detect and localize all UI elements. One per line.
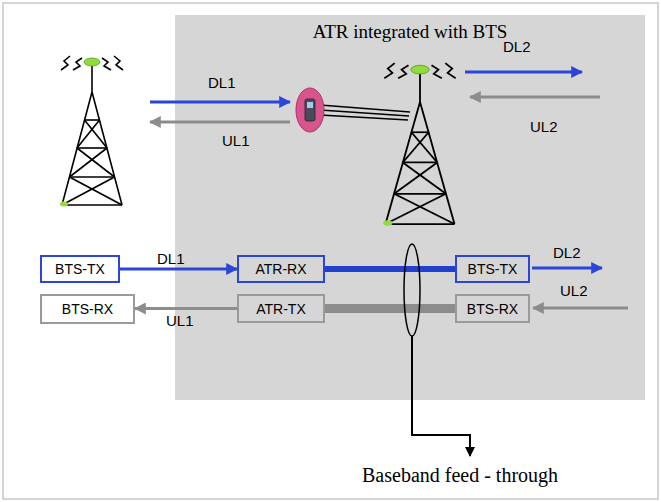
signal-connector [325,304,455,313]
signal-name: UL2 [530,118,558,135]
unit-box: ATR-TX [237,294,325,323]
box-label: ATR-TX [256,301,306,317]
box-label: BTS-RX [62,301,113,317]
uplink-arrow [533,307,628,310]
uplink-arrow [470,96,600,99]
edge-label: UL1 [166,312,194,329]
panel-ground [175,15,645,400]
downlink-arrow [465,71,582,74]
unit-box: BTS-TX [40,255,120,283]
unit-box: BTS-TX [455,255,530,283]
signal-name: DL2 [553,244,581,261]
downlink-arrow [150,101,290,104]
unit-box: BTS-RX [40,294,135,324]
group-panel: ATR integrated with BTS ATR-RX ATR-TX BTS-T… [175,15,645,400]
caption-note: Baseband feed - through [362,464,558,487]
box-label: ATR-RX [255,261,306,277]
box-label: BTS-TX [55,261,105,277]
unit-box: BTS-RX [455,294,530,323]
signal-connector [325,266,455,272]
bundle-ellipse [404,244,420,336]
uplink-arrow [150,121,290,124]
phone-icon [305,99,315,121]
outer-frame [3,3,658,499]
unit-box: ATR-RX [237,255,325,283]
signal-connector [135,307,237,310]
feed-through-line [412,336,470,456]
signal-name: DL1 [208,74,236,91]
tower-icon [383,63,455,226]
signal-name: UL1 [222,132,250,149]
box-label: BTS-TX [468,261,518,277]
box-label: BTS-RX [467,301,518,317]
repeater-link [320,105,410,120]
edge-label: DL1 [157,250,185,267]
phone-screen [307,102,313,108]
tower-icon [60,56,123,207]
panel-title: ATR integrated with BTS [175,15,645,43]
downlink-arrow [532,267,602,270]
atr-oval [296,88,324,132]
signal-name: DL2 [503,38,531,55]
signal-name: UL2 [560,282,588,299]
signal-connector [120,268,237,271]
